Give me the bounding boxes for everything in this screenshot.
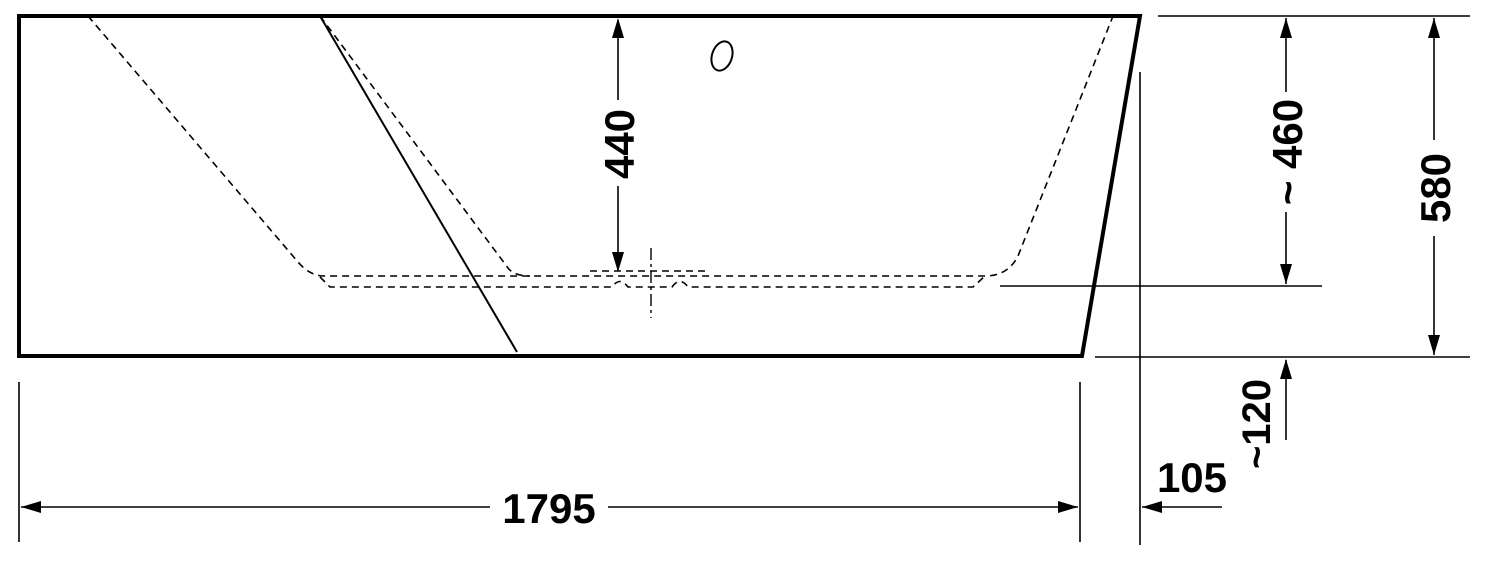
left-inner-slope-hidden-line	[319, 15, 531, 277]
inner-height-label: ~ 460	[1264, 99, 1311, 205]
depth-label: 440	[596, 109, 643, 179]
arrowhead-up	[1428, 18, 1440, 38]
bathtub-outline	[17, 14, 1143, 358]
arrowhead-up	[1280, 359, 1292, 379]
arrowhead-right	[1058, 501, 1078, 513]
basin-floor-hidden-line	[319, 275, 986, 288]
arrowhead-down	[612, 252, 624, 272]
offset-label: 105	[1157, 454, 1227, 501]
section-line	[319, 15, 518, 353]
arrowhead-left	[21, 501, 41, 513]
arrowhead-up	[1280, 18, 1292, 38]
total-height-label: 580	[1412, 153, 1459, 223]
arrowhead-down	[1428, 335, 1440, 355]
arrowhead-left	[1142, 501, 1162, 513]
label-mask	[1412, 140, 1456, 236]
label-mask	[596, 100, 640, 186]
arrowhead-down	[1280, 264, 1292, 284]
overflow-opening	[710, 40, 734, 72]
label-mask	[490, 485, 608, 529]
length-label: 1795	[502, 485, 595, 532]
foot-height-label: ~120	[1235, 379, 1279, 469]
label-mask	[1262, 92, 1308, 212]
inner-basin-hidden-line	[87, 15, 1114, 277]
arrowhead-up	[612, 18, 624, 38]
